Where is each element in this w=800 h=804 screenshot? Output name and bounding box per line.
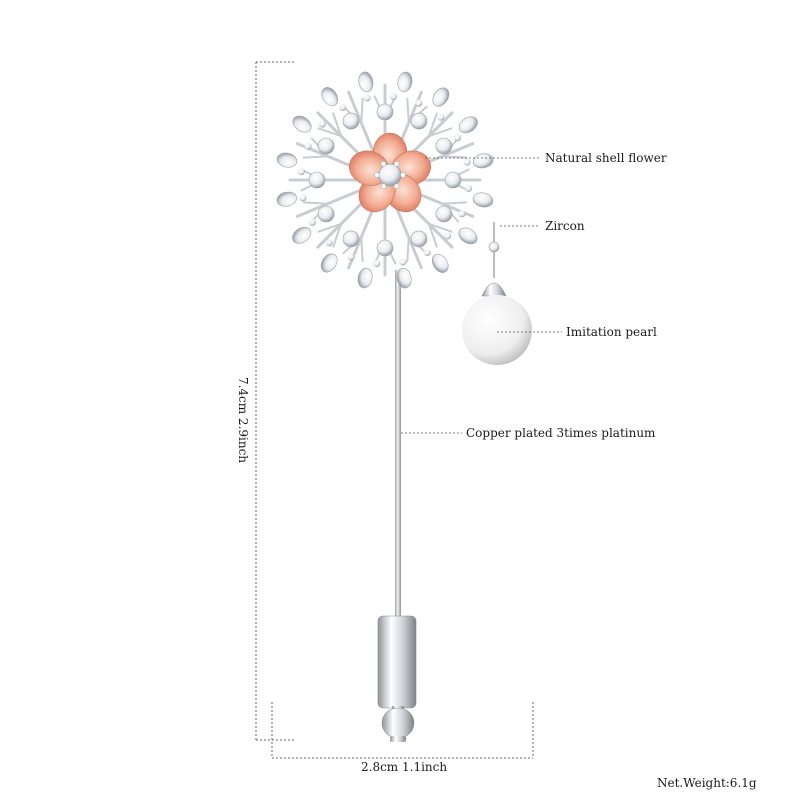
callout-zircon: Zircon	[545, 219, 585, 233]
pearl-drop	[462, 222, 532, 365]
net-weight-label: Net.Weight:6.1g	[657, 776, 757, 790]
callout-leaders	[401, 157, 562, 434]
shell-flower	[349, 132, 431, 213]
callout-pearl: Imitation pearl	[566, 325, 657, 339]
zircon-stones	[276, 71, 494, 289]
height-dimension-lines	[255, 61, 296, 741]
height-dimension-label: 7.4cm 2.9inch	[236, 376, 250, 464]
width-dimension-lines	[271, 702, 534, 759]
callout-pin: Copper plated 3times platinum	[466, 426, 656, 440]
pin-shaft	[395, 270, 401, 625]
pin-cap	[377, 615, 417, 742]
callout-shell-flower: Natural shell flower	[545, 151, 667, 165]
width-dimension-label: 2.8cm 1.1inch	[361, 760, 448, 774]
